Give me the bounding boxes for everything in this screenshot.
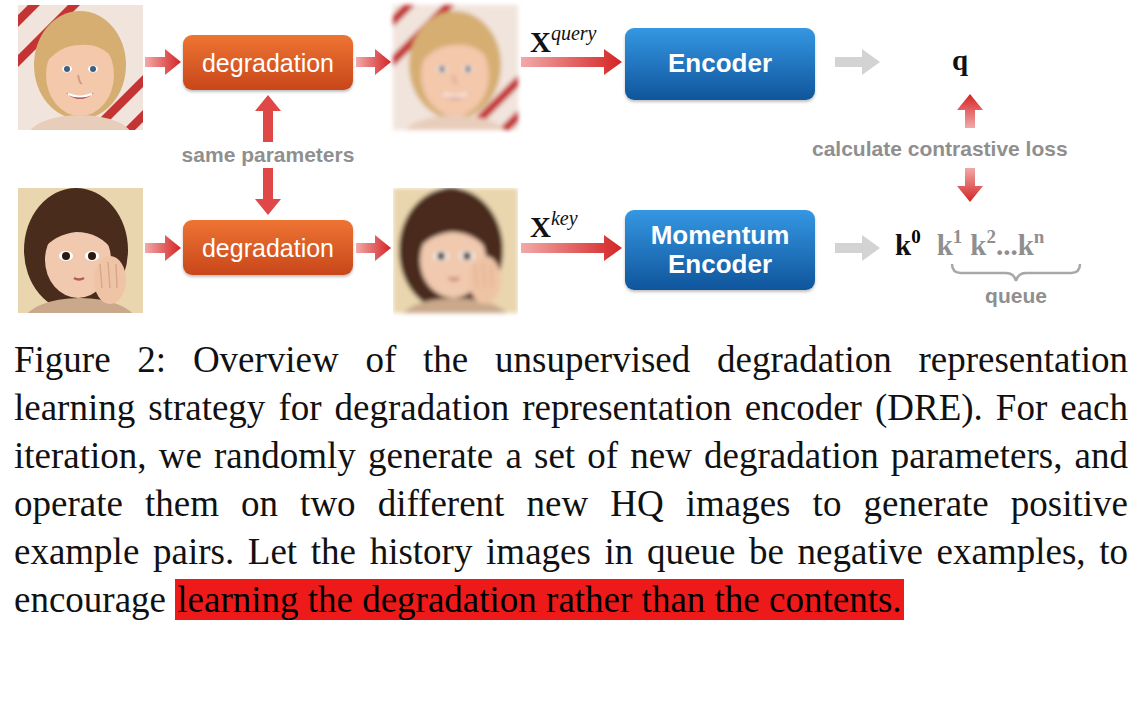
key-index: 0 (911, 226, 921, 247)
box-label: degradation (191, 49, 345, 77)
key-index: 2 (986, 226, 996, 247)
input-symbol: X (530, 211, 551, 243)
key-index: 1 (953, 226, 963, 247)
output-arrow (835, 235, 880, 261)
highlighted-text: learning the degradation rather than the… (175, 579, 903, 620)
queue-key: k (970, 229, 986, 261)
degraded-photo (383, 0, 528, 159)
queue-bracket (952, 264, 1080, 281)
caption-block: Figure 2: Overview of the unsupervised d… (14, 336, 1128, 624)
encoder-box: Momentum Encoder (625, 210, 815, 290)
key-vector: k (895, 229, 911, 261)
flow-arrow (145, 49, 181, 75)
hq-photo (18, 188, 143, 346)
ellipsis: ... (996, 229, 1018, 261)
queue-key: k (937, 229, 953, 261)
queue-key: k (1018, 229, 1034, 261)
figure-caption: Figure 2: Overview of the unsupervised d… (14, 339, 1128, 620)
loss-arrow (957, 168, 983, 202)
input-superscript: query (551, 22, 597, 44)
edge-label: same parameters (178, 142, 359, 168)
query-vector: q (952, 44, 968, 76)
hq-photo (8, 0, 153, 159)
flow-arrow (356, 49, 391, 75)
key-index: n (1034, 226, 1045, 247)
flow-arrow (145, 235, 181, 261)
flow-arrow (356, 235, 391, 261)
input-superscript: key (551, 207, 578, 229)
loss-arrow (957, 94, 983, 128)
input-symbol: X (530, 26, 551, 58)
box-label: degradation (191, 234, 345, 262)
degradation-box: degradation (183, 35, 353, 90)
box-label: Encoder (633, 49, 807, 78)
encoder-box: Encoder (625, 28, 815, 100)
loss-label: calculate contrastive loss (812, 137, 1068, 160)
degraded-photo (393, 188, 518, 346)
box-label: Momentum Encoder (633, 221, 807, 279)
queue-label: queue (985, 284, 1047, 307)
output-arrow (835, 49, 880, 75)
degradation-box: degradation (183, 220, 353, 275)
